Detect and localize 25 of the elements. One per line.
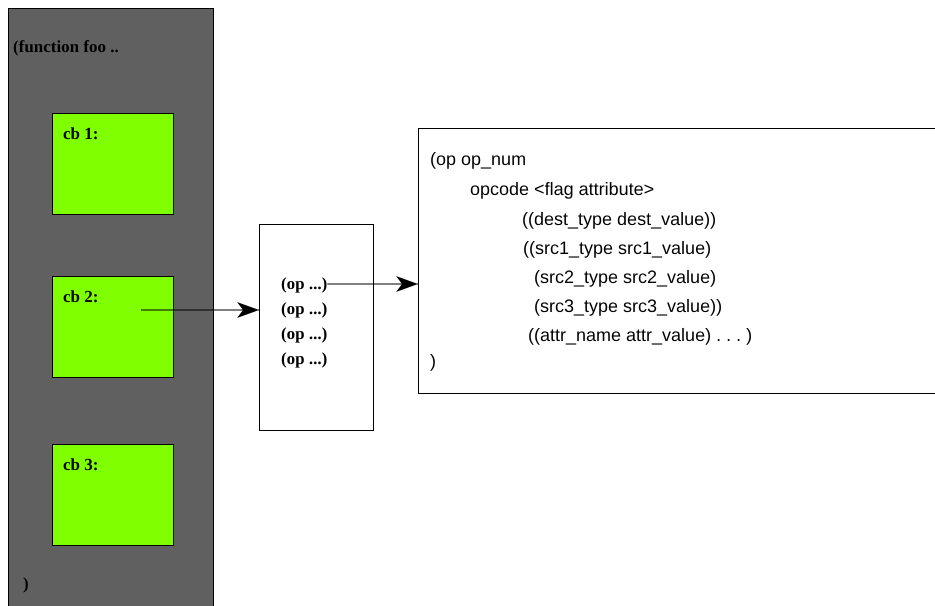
code-line: ((src1_type src1_value) xyxy=(523,238,712,259)
code-text: (op ...) xyxy=(281,349,328,369)
code-block-box xyxy=(52,276,174,378)
code-text: (op ...) xyxy=(281,299,328,319)
arrow xyxy=(140,302,260,318)
code-text: ) xyxy=(23,574,29,594)
code-block-box xyxy=(52,444,174,546)
code-line: (op op_num xyxy=(430,149,526,170)
code-line: opcode <flag attribute> xyxy=(470,179,654,200)
code-text: (function foo .. xyxy=(13,37,119,57)
op-format-box xyxy=(418,128,935,394)
code-line: ) xyxy=(430,351,436,372)
block-label: cb 3: xyxy=(63,455,98,475)
block-label: cb 2: xyxy=(63,287,98,307)
code-text: (op ...) xyxy=(281,324,328,344)
code-line: ((dest_type dest_value)) xyxy=(522,209,716,230)
code-line: ((attr_name attr_value) . . . ) xyxy=(528,325,752,346)
code-text: (op ...) xyxy=(281,274,328,294)
block-label: cb 1: xyxy=(63,124,98,144)
op-list-box xyxy=(259,224,374,431)
code-line: (src3_type src3_value)) xyxy=(534,296,722,317)
function-panel xyxy=(8,8,214,606)
code-line: (src2_type src2_value) xyxy=(534,267,716,288)
arrow xyxy=(326,276,418,292)
code-block-box xyxy=(52,113,174,215)
